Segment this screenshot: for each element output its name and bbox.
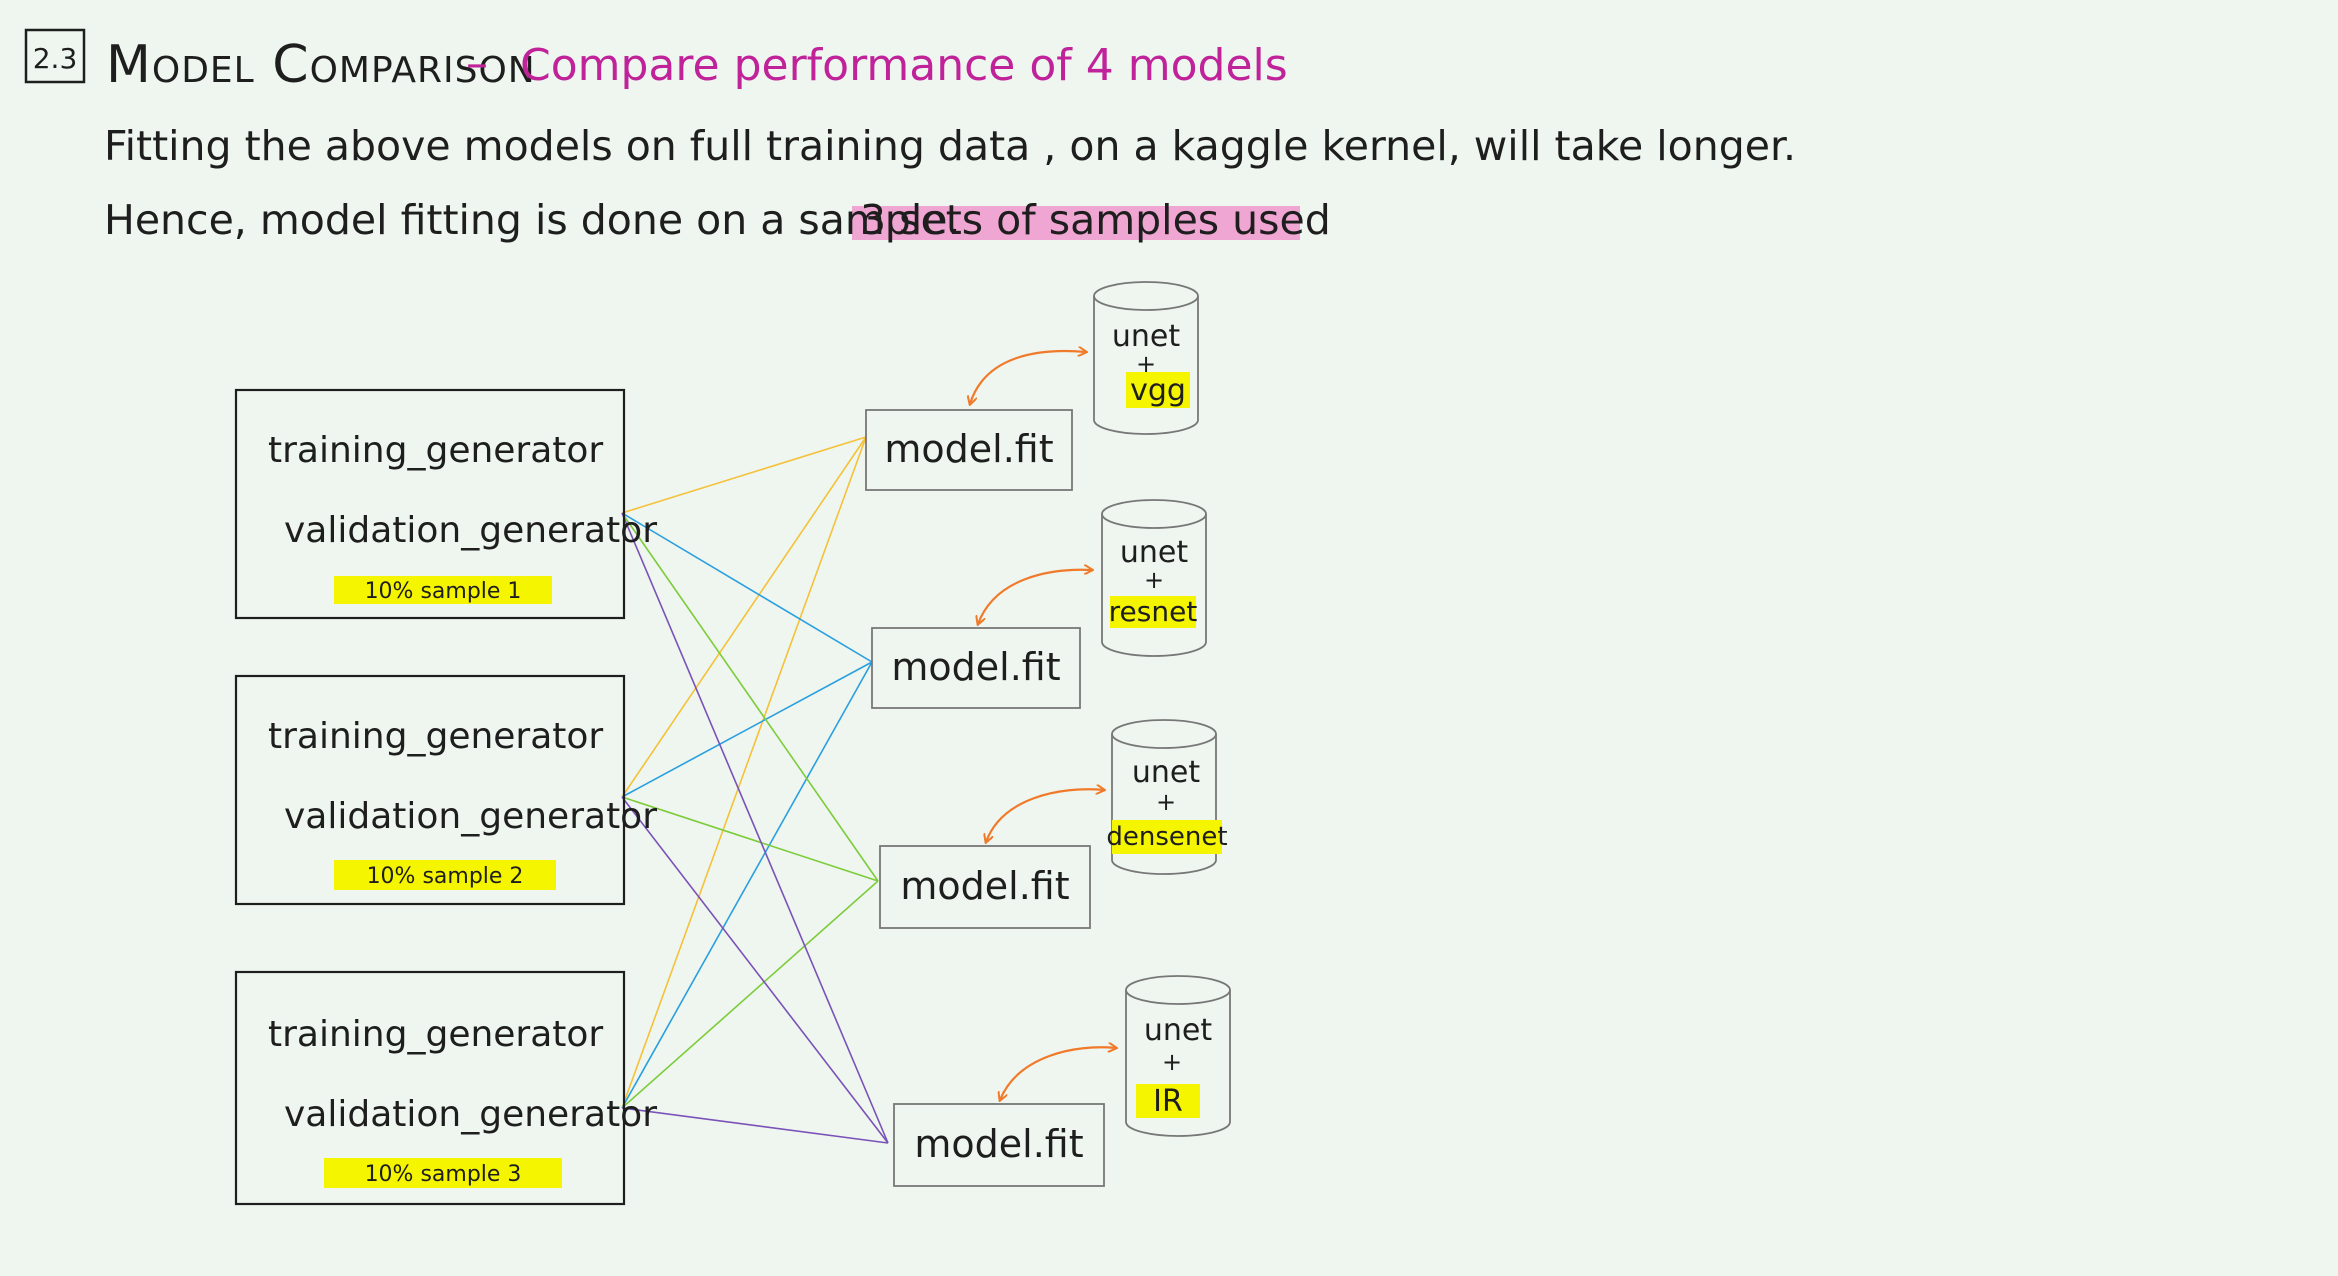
- backbone-highlight: [1126, 372, 1190, 408]
- model-backbone-label: IR: [1153, 1084, 1183, 1119]
- validation-generator-label: validation_generator: [284, 796, 657, 837]
- backbone-highlight: [1112, 820, 1222, 854]
- model-top-label: unet: [1112, 319, 1180, 354]
- model-plus: +: [1144, 566, 1164, 594]
- sample-label: 10% sample 3: [365, 1162, 522, 1187]
- training-generator-label: training_generator: [268, 430, 603, 471]
- sample-box-1: training_generator validation_generator …: [234, 388, 657, 620]
- model-plus: +: [1156, 788, 1176, 816]
- double-arrow-icon: [1000, 1047, 1116, 1100]
- sample-label: 10% sample 1: [365, 579, 522, 604]
- sample-label-highlight: [334, 576, 552, 604]
- model-top-label: unet: [1132, 755, 1200, 790]
- line-sample1-fit4: [621, 512, 889, 1144]
- model-plus: +: [1162, 1048, 1182, 1076]
- model-plus: +: [1136, 350, 1156, 378]
- line-sample1-fit3: [621, 512, 879, 882]
- model-backbone-label: vgg: [1130, 373, 1186, 408]
- line-sample1-fit2: [621, 512, 873, 663]
- line-sample1-fit1: [621, 436, 867, 514]
- intro-line-2-highlight: 3 sets of samples used: [860, 196, 1331, 244]
- fit-label: model.fit: [884, 427, 1053, 471]
- section-header: 2.3 Model Comparison – Compare performan…: [24, 28, 1288, 95]
- fit-box-3: model.fit: [879, 845, 1091, 929]
- double-arrow-icon: [978, 570, 1092, 624]
- model-cylinder-4: [1125, 975, 1231, 1137]
- validation-generator-label: validation_generator: [284, 510, 657, 551]
- backbone-highlight: [1110, 596, 1196, 628]
- model-top-label: unet: [1120, 535, 1188, 570]
- fit-box-4: model.fit: [893, 1103, 1105, 1187]
- samples-highlight: [852, 206, 1300, 240]
- fit-label: model.fit: [900, 864, 1069, 908]
- double-arrow-icon: [986, 789, 1104, 842]
- model-backbone-label: resnet: [1109, 595, 1198, 628]
- connection-lines: [621, 436, 889, 1144]
- backbone-highlight: [1136, 1084, 1200, 1118]
- line-sample3-fit2: [621, 661, 873, 1109]
- fit-label: model.fit: [891, 645, 1060, 689]
- line-sample2-fit3: [621, 796, 879, 882]
- model-cylinder-2: [1101, 499, 1207, 657]
- line-sample3-fit1: [621, 436, 867, 1109]
- title-separator: –: [466, 38, 488, 89]
- line-sample2-fit4: [621, 796, 889, 1144]
- fit-model-arrows: [970, 351, 1116, 1100]
- validation-generator-label: validation_generator: [284, 1094, 657, 1135]
- sample-label: 10% sample 2: [367, 864, 524, 889]
- model-cylinder-1: [1093, 281, 1199, 435]
- sample-label-highlight: [324, 1158, 562, 1188]
- training-generator-label: training_generator: [268, 1014, 603, 1055]
- fit-box-2: model.fit: [871, 627, 1081, 709]
- line-sample3-fit3: [621, 880, 879, 1109]
- training-generator-label: training_generator: [268, 716, 603, 757]
- line-sample2-fit1: [621, 436, 867, 798]
- intro-line-2: Hence, model fitting is done on a sample…: [104, 196, 960, 244]
- fit-label: model.fit: [914, 1122, 1083, 1166]
- line-sample3-fit4: [621, 1107, 889, 1144]
- section-number: 2.3: [33, 42, 78, 75]
- model-cylinder-3: [1111, 719, 1217, 875]
- intro-line-1: Fitting the above models on full trainin…: [104, 122, 1796, 170]
- section-number-box: [24, 28, 86, 84]
- line-sample2-fit2: [621, 661, 873, 798]
- fit-box-1: model.fit: [865, 409, 1073, 491]
- sample-box-2: training_generator validation_generator …: [234, 674, 657, 906]
- page-subtitle: Compare performance of 4 models: [520, 40, 1288, 91]
- sample-label-highlight: [334, 860, 556, 890]
- page-title: Model Comparison: [106, 35, 536, 95]
- model-top-label: unet: [1144, 1013, 1212, 1048]
- double-arrow-icon: [970, 351, 1086, 404]
- sample-box-3: training_generator validation_generator …: [234, 970, 657, 1206]
- model-backbone-label: densenet: [1106, 822, 1227, 852]
